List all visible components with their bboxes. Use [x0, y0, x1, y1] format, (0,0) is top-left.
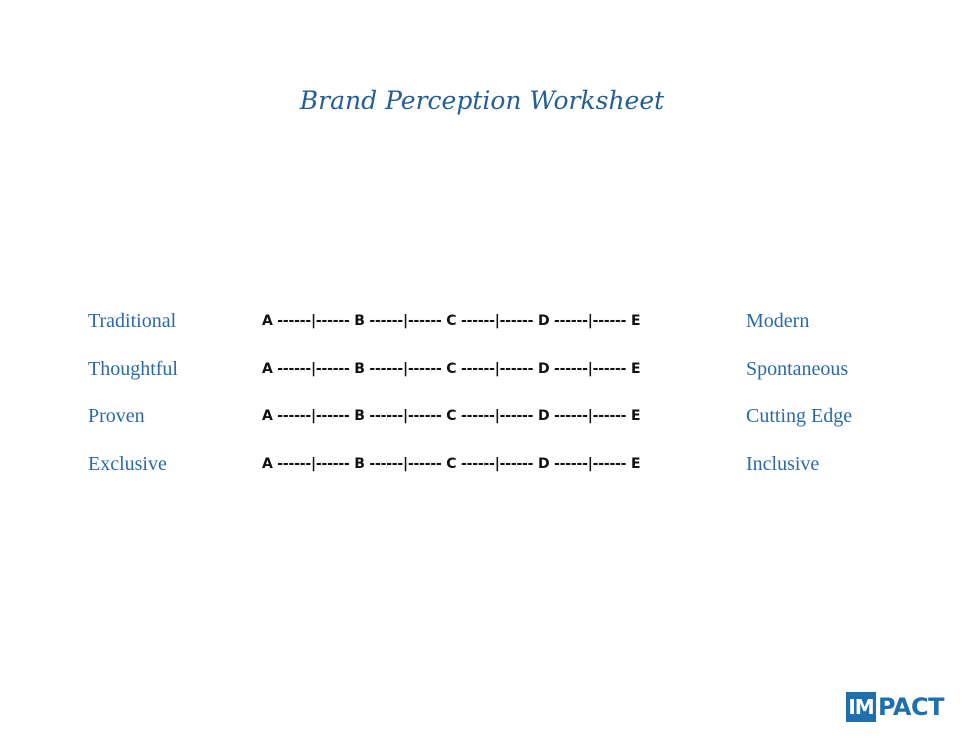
scale-row-traditional-modern: Traditional A ------|------ B ------|---… [0, 306, 964, 336]
scale-row-thoughtful-spontaneous: Thoughtful A ------|------ B ------|----… [0, 354, 964, 384]
rating-scale: A ------|------ B ------|------ C ------… [262, 408, 641, 424]
right-label: Modern [746, 310, 810, 332]
impact-logo: IM PACT [846, 690, 944, 724]
scale-row-proven-cutting-edge: Proven A ------|------ B ------|------ C… [0, 401, 964, 431]
rating-scale: A ------|------ B ------|------ C ------… [262, 361, 641, 377]
right-label: Spontaneous [746, 358, 849, 380]
rating-scale: A ------|------ B ------|------ C ------… [262, 456, 641, 472]
left-label: Thoughtful [88, 358, 178, 380]
rating-scale: A ------|------ B ------|------ C ------… [262, 313, 641, 329]
right-label: Cutting Edge [746, 405, 853, 427]
left-label: Exclusive [88, 453, 167, 475]
logo-text: PACT [878, 693, 944, 721]
page-title: Brand Perception Worksheet [299, 86, 665, 115]
left-label: Proven [88, 405, 145, 427]
left-label: Traditional [88, 310, 177, 332]
right-label: Inclusive [746, 453, 820, 475]
logo-mark: IM [846, 692, 876, 722]
scale-row-exclusive-inclusive: Exclusive A ------|------ B ------|-----… [0, 449, 964, 479]
